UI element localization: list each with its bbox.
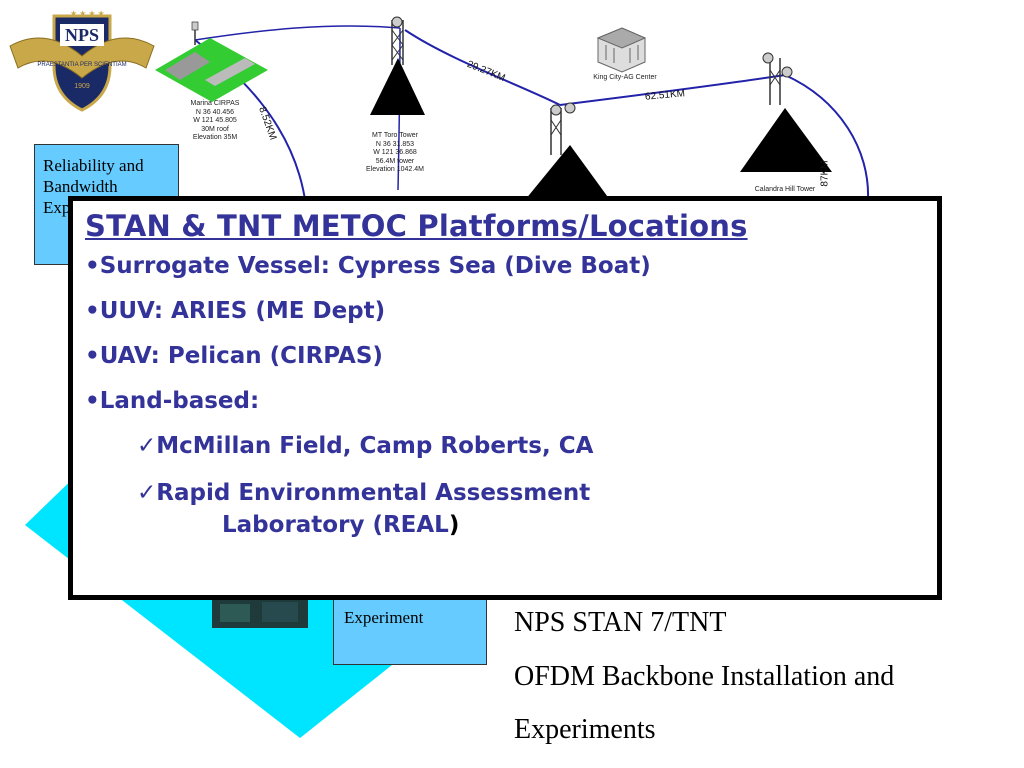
caption-line-1: NPS STAN 7/TNT: [514, 607, 727, 638]
sub-item-real-line2: Laboratory (REAL): [222, 512, 460, 538]
king-city-label: King City-AG Center: [593, 74, 657, 81]
king-city-building-icon: [596, 27, 647, 73]
bullet-land-based: •Land-based:: [85, 388, 260, 414]
toro-label: MT Toro Tower N 36 31.853 W 121 36.868 5…: [366, 132, 424, 173]
link-arc-king: [559, 74, 786, 106]
experiment-box: Experiment: [333, 597, 487, 665]
bullet-uav: •UAV: Pelican (CIRPAS): [85, 343, 383, 369]
toro-mountain-shape: [370, 58, 425, 115]
marina-label: Marina CIRPAS N 36 40.456 W 121 45.805 3…: [190, 100, 240, 141]
panel-title: STAN & TNT METOC Platforms/Locations: [85, 209, 748, 243]
link-arc-marina-toro: [194, 25, 401, 41]
caption-line-3: Experiments: [514, 714, 656, 745]
relay-tower-icon: [550, 102, 576, 155]
bullet-uuv: •UUV: ARIES (ME Dept): [85, 298, 386, 324]
logo-text: NPS: [65, 25, 99, 45]
calandra-tower-icon: [762, 52, 793, 105]
platforms-panel: STAN & TNT METOC Platforms/Locations •Su…: [68, 196, 942, 600]
logo-motto: PRAESTANTIA PER SCIENTIAM: [37, 62, 126, 68]
calandra-label: Calandra Hill Tower: [754, 186, 816, 193]
relay-mountain-shape: [525, 145, 610, 200]
toro-tower-icon: [391, 16, 404, 65]
nps-logo-icon: NPS PRAESTANTIA PER SCIENTIAM 1909 ★ ★ ★…: [9, 9, 155, 112]
calandra-mountain-shape: [740, 108, 832, 172]
sub-item-real: ✓Rapid Environmental Assessment Laborato…: [137, 477, 925, 541]
sub-item-mcmillan: ✓McMillan Field, Camp Roberts, CA: [137, 433, 594, 459]
distance-calandra-link: 87KM: [819, 160, 831, 187]
link-arc-calandra: [784, 74, 870, 201]
marina-building-icon: [155, 21, 268, 102]
sub-item-real-line1: ✓Rapid Environmental Assessment: [137, 480, 591, 506]
bullet-surrogate-vessel: •Surrogate Vessel: Cypress Sea (Dive Boa…: [85, 253, 651, 279]
caption-line-2: OFDM Backbone Installation and: [514, 661, 895, 692]
svg-text:★ ★ ★ ★: ★ ★ ★ ★: [70, 9, 105, 18]
logo-year: 1909: [74, 83, 90, 90]
link-arc-toro: [404, 29, 561, 106]
